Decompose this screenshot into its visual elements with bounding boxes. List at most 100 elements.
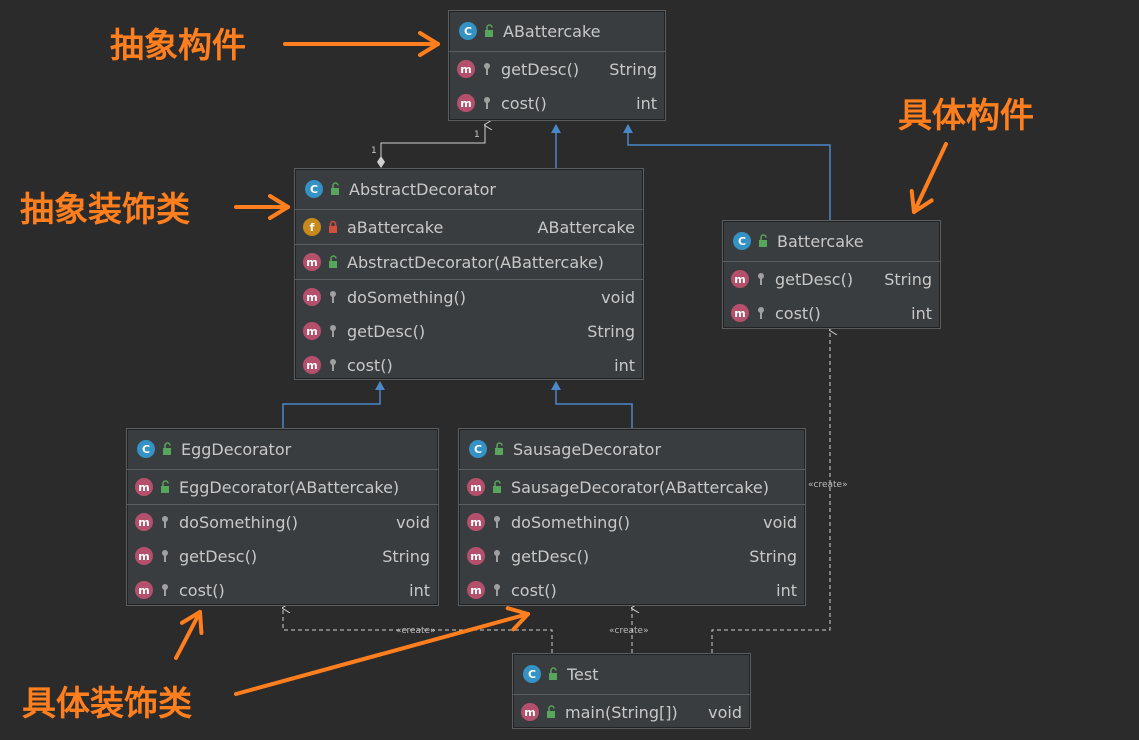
constructor-row[interactable]: m AbstractDecorator(ABattercake): [295, 245, 643, 279]
public-icon: [493, 442, 505, 456]
method-type: String: [587, 321, 635, 341]
constructors-section: m EggDecorator(ABattercake): [127, 470, 438, 505]
method-type: int: [409, 580, 430, 600]
method-name: getDesc(): [511, 546, 590, 566]
multiplicity-target: 1: [474, 130, 480, 140]
method-name: getDesc(): [501, 59, 580, 79]
class-name: EggDecorator: [181, 439, 292, 459]
create-test-battercake: [711, 330, 830, 653]
protected-key-icon: [481, 96, 493, 110]
method-row[interactable]: m cost() int: [295, 348, 643, 382]
method-type: int: [614, 355, 635, 375]
abstract-method-icon: m: [457, 94, 475, 112]
method-name: getDesc(): [347, 321, 426, 341]
protected-key-icon: [159, 583, 171, 597]
class-icon: C: [469, 440, 487, 458]
abstract-class-icon: C: [305, 180, 323, 198]
method-row[interactable]: m getDesc() String: [459, 539, 805, 573]
method-row[interactable]: m main(String[]) void: [513, 695, 750, 729]
method-row[interactable]: m doSomething() void: [127, 505, 438, 539]
class-icon: C: [733, 232, 751, 250]
annotation-abstract-decorator: 抽象装饰类: [20, 190, 190, 230]
method-row[interactable]: m doSomething() void: [295, 280, 643, 314]
field-type: ABattercake: [537, 217, 635, 237]
protected-key-icon: [491, 583, 503, 597]
inherit-sausage-abstractdecorator: [551, 381, 633, 428]
method-row[interactable]: m cost() int: [127, 573, 438, 607]
methods-section: m getDesc() String m cost() int: [723, 262, 940, 330]
abstract-method-icon: m: [457, 60, 475, 78]
class-header: C Battercake: [723, 221, 940, 262]
method-icon: m: [467, 478, 485, 496]
method-row[interactable]: m cost() int: [723, 296, 940, 330]
static-method-icon: m: [521, 703, 539, 721]
method-row[interactable]: m getDesc() String: [127, 539, 438, 573]
public-icon: [329, 182, 341, 196]
protected-key-icon: [755, 272, 767, 286]
class-header: C ABattercake: [449, 11, 665, 52]
annotation-arrow-concrete-component: [909, 142, 948, 214]
method-type: int: [776, 580, 797, 600]
method-row[interactable]: m cost() int: [459, 573, 805, 607]
protected-key-icon: [491, 515, 503, 529]
method-name: main(String[]): [565, 702, 678, 722]
method-name: getDesc(): [775, 269, 854, 289]
method-name: cost(): [511, 580, 557, 600]
method-row[interactable]: m doSomething() void: [459, 505, 805, 539]
protected-key-icon: [755, 306, 767, 320]
class-abstract-decorator[interactable]: C AbstractDecorator f aBattercake ABatte…: [294, 168, 644, 380]
method-icon: m: [135, 581, 153, 599]
method-icon: m: [467, 513, 485, 531]
method-row[interactable]: m cost() int: [449, 86, 665, 120]
class-icon: C: [137, 440, 155, 458]
annotation-abstract-component: 抽象构件: [110, 26, 246, 66]
public-icon: [545, 705, 557, 719]
method-type: void: [601, 287, 635, 307]
constructor-row[interactable]: m SausageDecorator(ABattercake): [459, 470, 805, 504]
method-type: void: [763, 512, 797, 532]
aggregation-diamond: [377, 156, 385, 168]
protected-key-icon: [327, 290, 339, 304]
method-type: int: [636, 93, 657, 113]
public-icon: [327, 255, 339, 269]
constructor-name: EggDecorator(ABattercake): [179, 477, 400, 497]
method-row[interactable]: m getDesc() String: [295, 314, 643, 348]
method-type: int: [911, 303, 932, 323]
constructor-row[interactable]: m EggDecorator(ABattercake): [127, 470, 438, 504]
method-name: cost(): [347, 355, 393, 375]
method-icon: m: [303, 356, 321, 374]
protected-key-icon: [327, 358, 339, 372]
protected-key-icon: [481, 62, 493, 76]
method-row[interactable]: m getDesc() String: [723, 262, 940, 296]
class-egg-decorator[interactable]: C EggDecorator m EggDecorator(ABattercak…: [126, 428, 439, 606]
method-icon: m: [303, 253, 321, 271]
create-stereotype-egg: «create»: [396, 626, 436, 636]
aggregation-line: [380, 125, 485, 160]
methods-section: m main(String[]) void: [513, 695, 750, 729]
method-icon: m: [135, 513, 153, 531]
class-test[interactable]: C Test m main(String[]) void: [512, 653, 751, 729]
public-icon: [483, 24, 495, 38]
method-icon: m: [731, 270, 749, 288]
class-name: ABattercake: [503, 21, 601, 41]
method-name: doSomething(): [347, 287, 466, 307]
public-icon: [757, 234, 769, 248]
field-row[interactable]: f aBattercake ABattercake: [295, 210, 643, 244]
method-row[interactable]: m getDesc() String: [449, 52, 665, 86]
inherit-egg-abstractdecorator: [282, 381, 385, 428]
class-sausage-decorator[interactable]: C SausageDecorator m SausageDecorator(AB…: [458, 428, 806, 606]
methods-section: m doSomething() void m getDesc() String …: [459, 505, 805, 607]
public-icon: [161, 442, 173, 456]
method-name: cost(): [501, 93, 547, 113]
methods-section: m getDesc() String m cost() int: [449, 52, 665, 120]
constructors-section: m AbstractDecorator(ABattercake): [295, 245, 643, 280]
method-type: void: [396, 512, 430, 532]
class-abattercake[interactable]: C ABattercake m getDesc() String m cost(…: [448, 10, 666, 121]
method-name: cost(): [179, 580, 225, 600]
class-battercake[interactable]: C Battercake m getDesc() String m cost()…: [722, 220, 941, 329]
protected-key-icon: [159, 549, 171, 563]
method-name: cost(): [775, 303, 821, 323]
constructors-section: m SausageDecorator(ABattercake): [459, 470, 805, 505]
private-lock-icon: [327, 220, 339, 234]
